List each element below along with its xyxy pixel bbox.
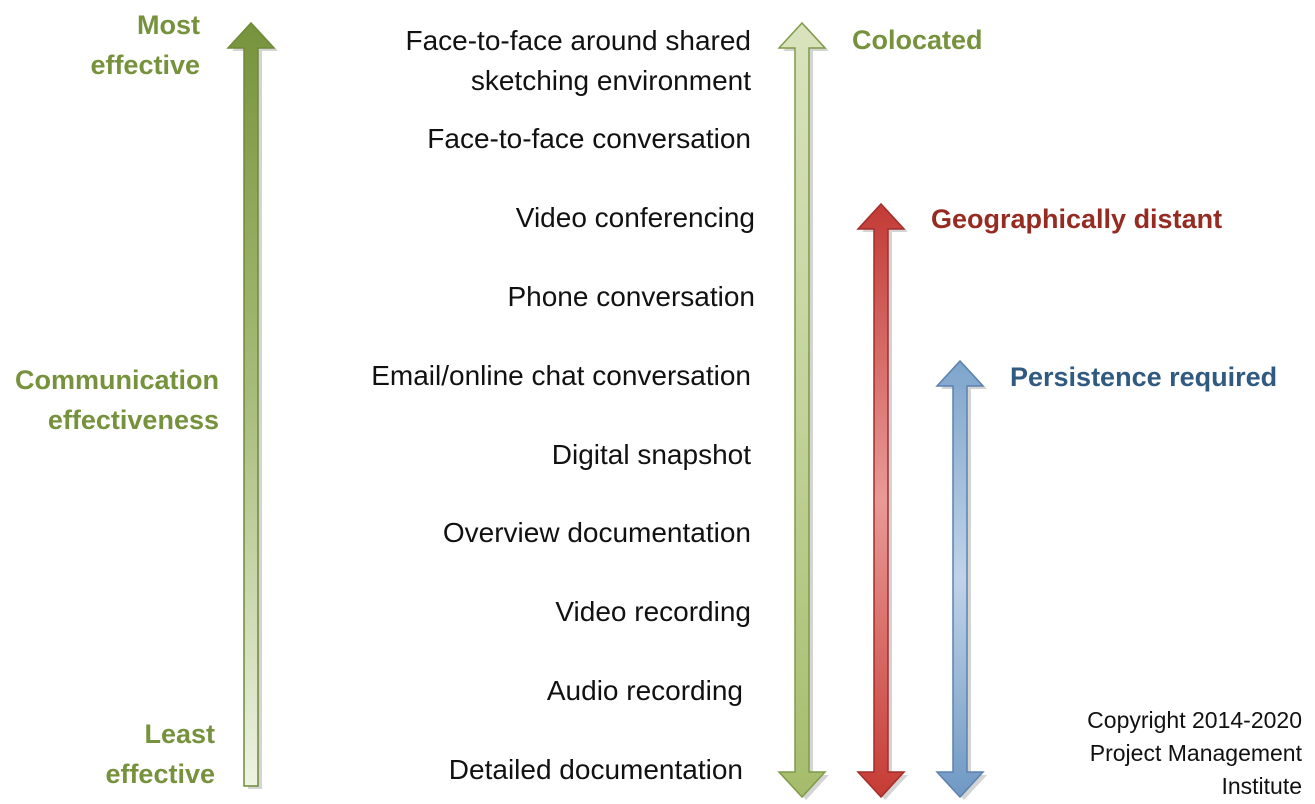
persistence-required-label: Persistence required bbox=[1010, 362, 1278, 392]
least-effective-label: Least effective bbox=[105, 719, 215, 789]
media-item-audio-recording: Audio recording bbox=[546, 675, 743, 706]
colocated-label: Colocated bbox=[852, 25, 983, 55]
most-effective-label: Most effective bbox=[90, 10, 200, 80]
effectiveness-arrow bbox=[226, 21, 278, 789]
distant-arrow bbox=[856, 202, 908, 800]
media-item-email-chat: Email/online chat conversation bbox=[371, 360, 751, 391]
media-item-detailed-documentation: Detailed documentation bbox=[448, 754, 743, 785]
communication-effectiveness-label: Communication effectiveness bbox=[14, 365, 219, 435]
media-item-digital-snapshot: Digital snapshot bbox=[551, 439, 751, 470]
persistence-arrow bbox=[935, 359, 987, 800]
media-item-sketching: Face-to-face around shared sketching env… bbox=[405, 25, 751, 96]
media-item-face-to-face: Face-to-face conversation bbox=[427, 123, 751, 154]
media-item-phone: Phone conversation bbox=[507, 281, 755, 312]
media-item-video-recording: Video recording bbox=[555, 596, 751, 627]
geographically-distant-label: Geographically distant bbox=[931, 204, 1223, 234]
media-item-overview-documentation: Overview documentation bbox=[442, 517, 751, 548]
colocated-arrow bbox=[777, 21, 829, 800]
copyright-notice: Copyright 2014-2020 Project Management I… bbox=[1087, 707, 1302, 799]
media-item-video-conferencing: Video conferencing bbox=[515, 202, 755, 233]
